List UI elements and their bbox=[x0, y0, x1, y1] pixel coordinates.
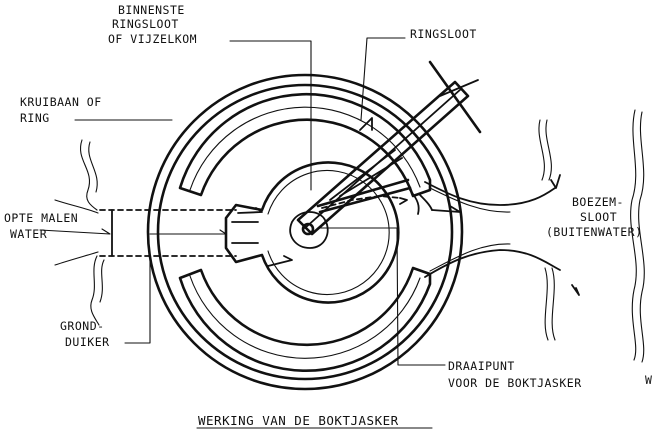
label-binnenste-1: BINNENSTE bbox=[118, 3, 185, 17]
kruibaan-ring bbox=[146, 73, 464, 391]
label-bemalen-1: OPTE MALEN bbox=[4, 211, 78, 225]
vijzelkom bbox=[224, 161, 400, 304]
label-ringsloot: RINGSLOOT bbox=[410, 27, 477, 41]
label-kruibaan-2: RING bbox=[20, 111, 50, 125]
label-draaipunt-2: VOOR DE BOKTJASKER bbox=[448, 376, 582, 390]
label-kruibaan-1: KRUIBAAN OF bbox=[20, 95, 102, 109]
signature: W bbox=[645, 373, 652, 387]
outlet-channel bbox=[424, 181, 561, 278]
wings bbox=[428, 60, 482, 134]
leader-lines bbox=[74, 37, 446, 366]
label-boezem-2: SLOOT bbox=[580, 210, 617, 224]
draaipunt-hub bbox=[289, 211, 329, 249]
ringsloot-lower-channel bbox=[178, 266, 432, 372]
left-bank bbox=[54, 139, 105, 326]
label-binnenste-2: RINGSLOOT bbox=[112, 17, 179, 31]
label-bemalen-2: WATER bbox=[10, 227, 47, 241]
boezem-bank bbox=[538, 109, 645, 363]
ringsloot-upper-channel bbox=[178, 92, 432, 198]
grondduiker bbox=[39, 209, 237, 257]
ringsloot-upper-channel-inner bbox=[189, 106, 421, 191]
label-grondduiker-1: GROND- bbox=[60, 319, 105, 333]
label-binnenste-3: OF VIJZELKOM bbox=[108, 32, 197, 46]
label-draaipunt-1: DRAAIPUNT bbox=[448, 359, 515, 373]
flow-arrows bbox=[237, 117, 580, 296]
diagram-title: WERKING VAN DE BOKTJASKER bbox=[198, 413, 399, 428]
label-boezem-1: BOEZEM- bbox=[572, 195, 624, 209]
label-boezem-3: (BUITENWATER) bbox=[546, 225, 643, 239]
label-grondduiker-2: DUIKER bbox=[65, 335, 110, 349]
